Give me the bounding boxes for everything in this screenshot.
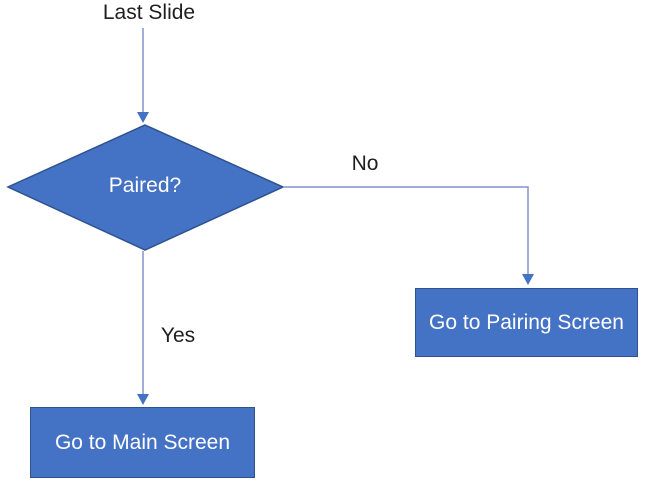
- decision-label: Paired?: [108, 174, 182, 197]
- arrowhead-yes: [137, 394, 149, 405]
- main-screen-label: Go to Main Screen: [54, 430, 231, 454]
- yes-edge-label: Yes: [160, 324, 196, 347]
- pairing-screen-label: Go to Pairing Screen: [429, 310, 624, 334]
- start-label: Last Slide: [102, 1, 196, 24]
- arrowhead-no: [522, 274, 534, 285]
- arrowhead-start-to-decision: [137, 112, 149, 123]
- connector-no-elbow: [283, 186, 529, 276]
- no-edge-label: No: [351, 152, 379, 175]
- decision-diamond-shape: [6, 124, 285, 251]
- main-screen-node: Go to Main Screen: [30, 407, 255, 478]
- pairing-screen-node: Go to Pairing Screen: [415, 288, 638, 357]
